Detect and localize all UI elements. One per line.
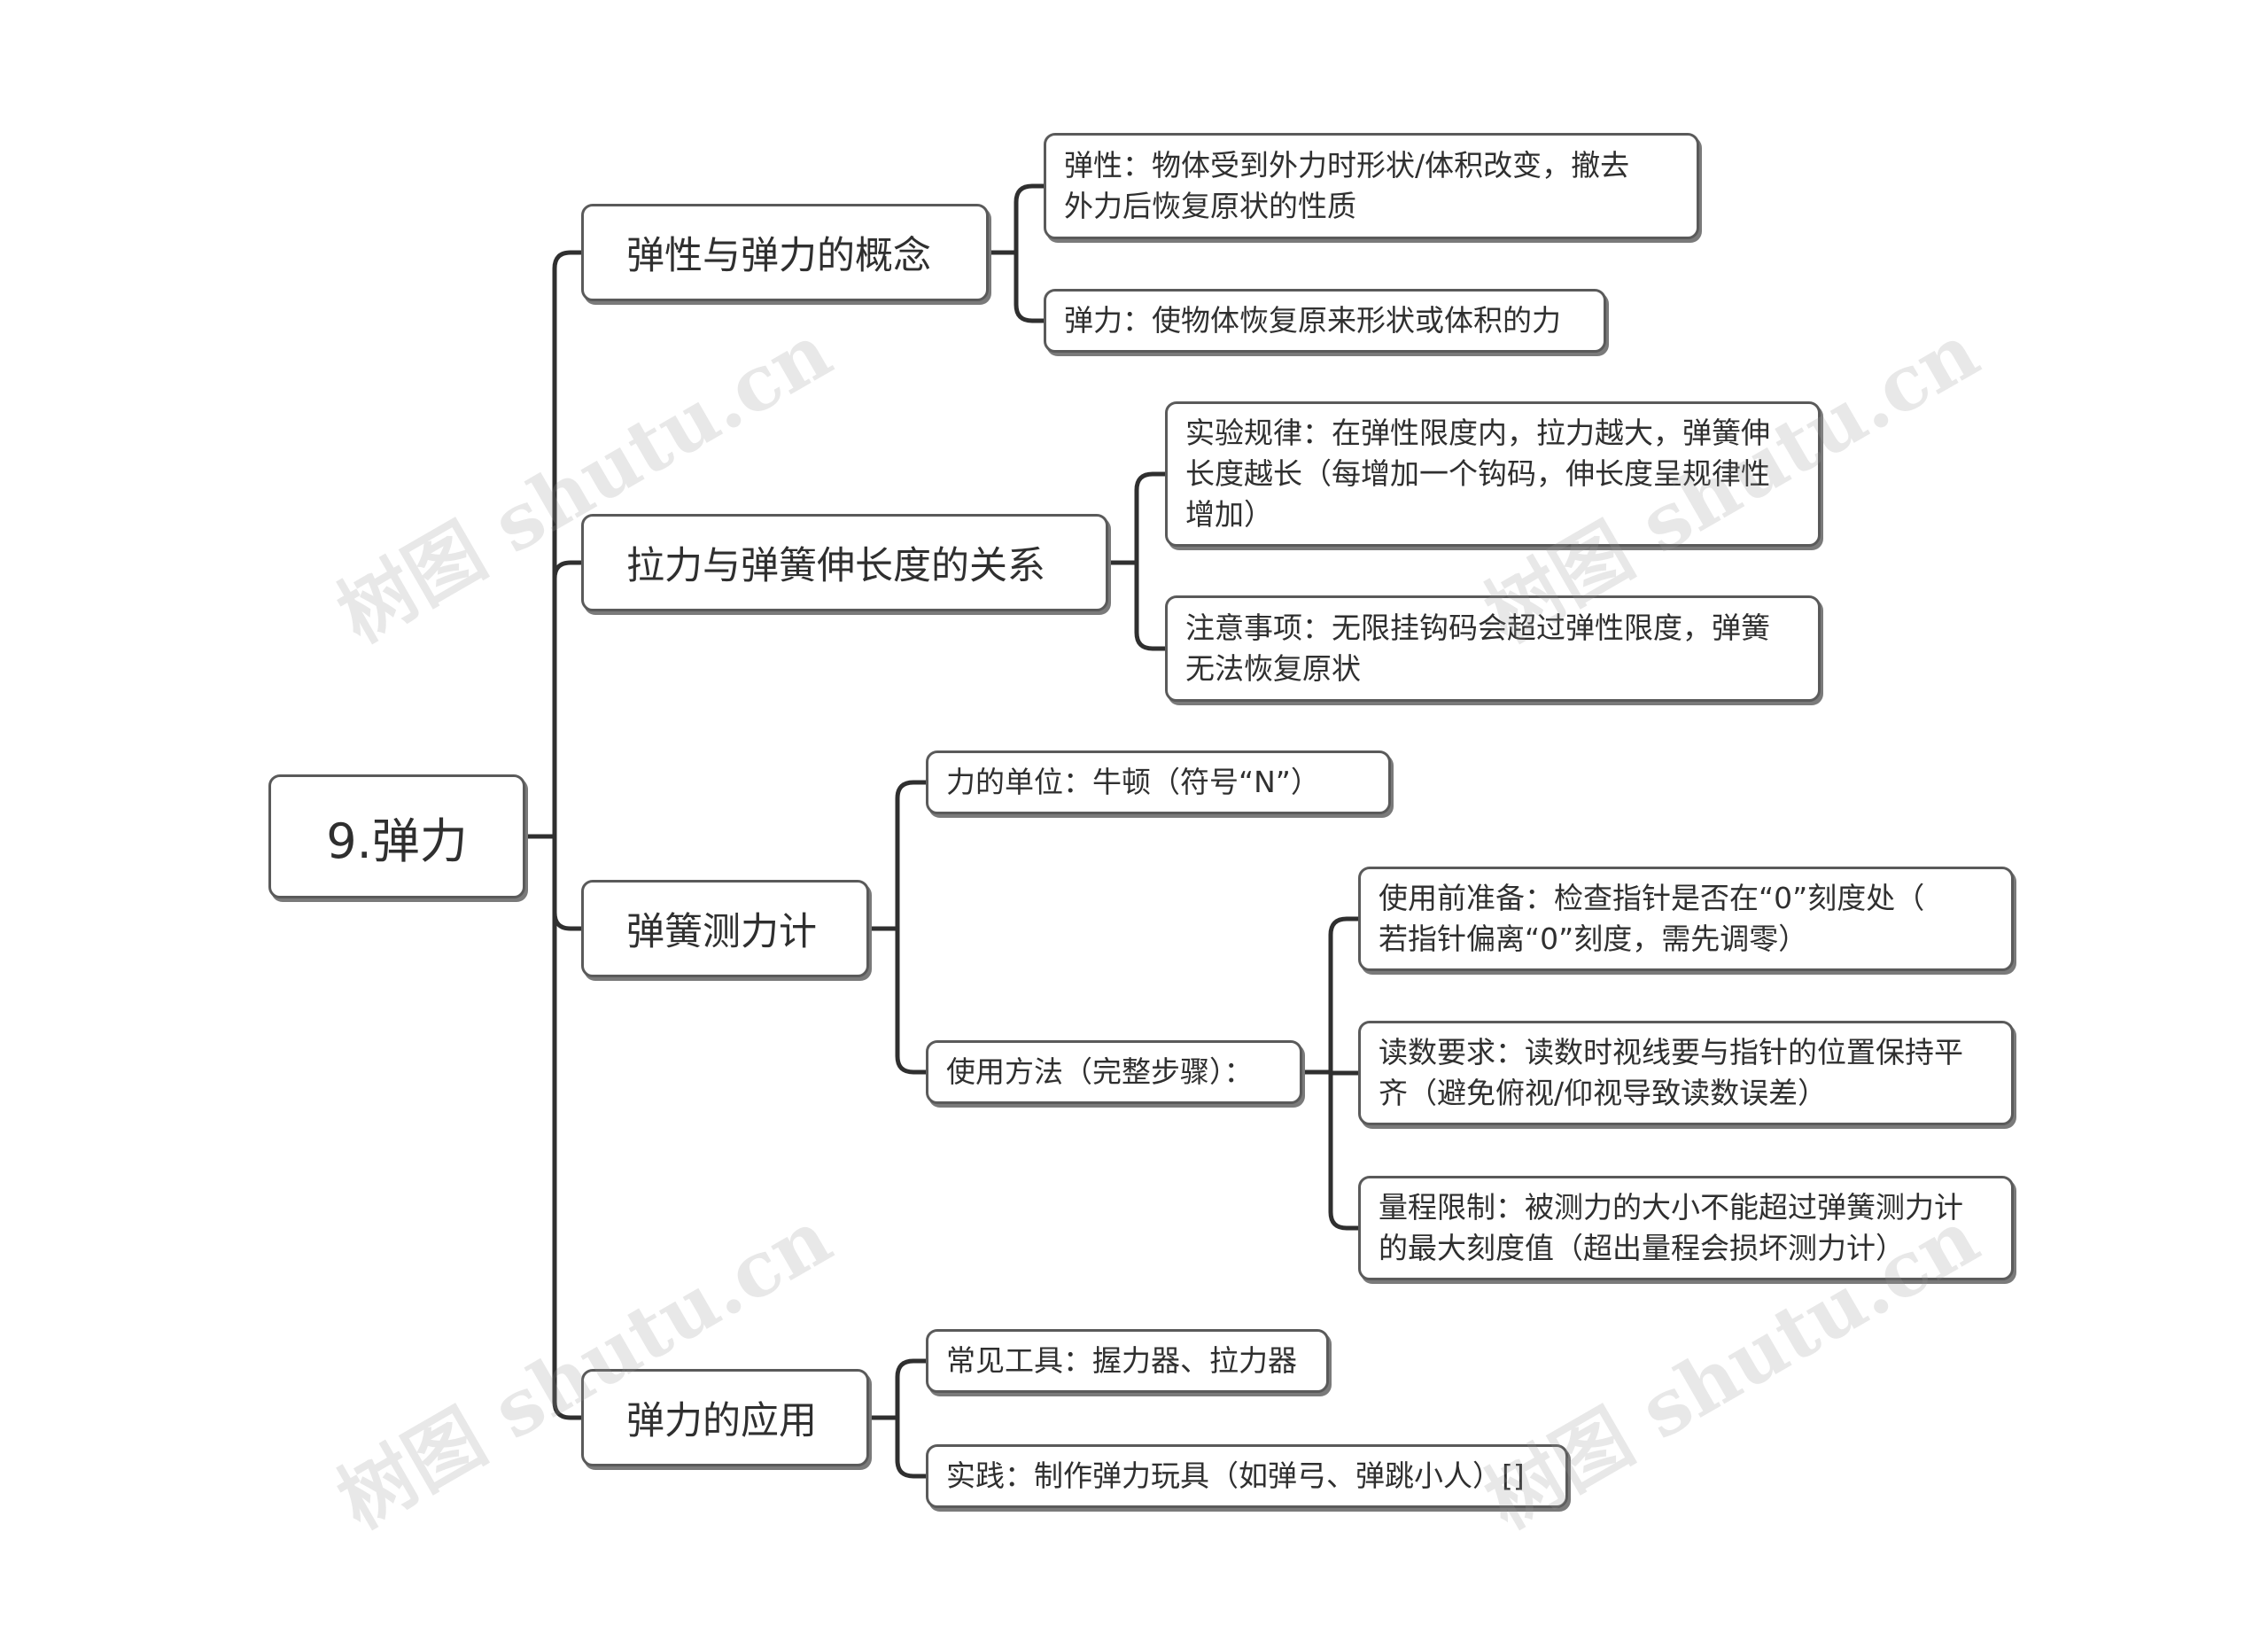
leaf-text: 使用前准备：检查指针是否在“0”刻度处（ 若指针偏离“0”刻度，需先调零） [1379, 881, 1925, 956]
branch-label: 弹簧测力计 [626, 910, 817, 954]
connector-line [895, 1358, 928, 1420]
connector-line [1328, 916, 1361, 1075]
connector-line [1014, 183, 1046, 255]
branch-tension-spring-relation[interactable]: 拉力与弹簧伸长度的关系 [581, 514, 1108, 611]
leaf-text: 常见工具：握力器、拉力器 [946, 1343, 1297, 1378]
leaf-text: 注意事项：无限挂钩码会超过弹性限度，弹簧 无法恢复原状 [1185, 610, 1770, 686]
connector-line [1328, 1069, 1361, 1231]
root-node[interactable]: 9.弹力 [268, 774, 525, 898]
connector-line [1014, 250, 1046, 323]
branch-spring-scale[interactable]: 弹簧测力计 [581, 880, 869, 977]
branch-label: 拉力与弹簧伸长度的关系 [626, 544, 1045, 588]
leaf-pre-use-prep[interactable]: 使用前准备：检查指针是否在“0”刻度处（ 若指针偏离“0”刻度，需先调零） [1358, 867, 2014, 971]
connector-line [895, 1415, 928, 1479]
leaf-caution[interactable]: 注意事项：无限挂钩码会超过弹性限度，弹簧 无法恢复原状 [1165, 595, 1821, 702]
leaf-force-unit[interactable]: 力的单位：牛顿（符号“N”） [926, 750, 1391, 814]
leaf-text: 力的单位：牛顿（符号“N”） [946, 765, 1320, 799]
subbranch-usage-steps[interactable]: 使用方法（完整步骤）： [926, 1040, 1302, 1104]
root-label: 9.弹力 [326, 813, 468, 869]
connector-line [552, 560, 584, 839]
leaf-elastic-force-definition[interactable]: 弹力：使物体恢复原来形状或体积的力 [1044, 289, 1606, 353]
branch-label: 弹性与弹力的概念 [626, 234, 931, 278]
leaf-common-tools[interactable]: 常见工具：握力器、拉力器 [926, 1329, 1329, 1393]
connector-line [552, 834, 584, 931]
connector-line [895, 780, 928, 931]
leaf-text: 使用方法（完整步骤）： [946, 1054, 1254, 1089]
leaf-experiment-rule[interactable]: 实验规律：在弹性限度内，拉力越大，弹簧伸 长度越长（每增加一个钩码，伸长度呈规律… [1165, 401, 1821, 547]
branch-label: 弹力的应用 [626, 1399, 817, 1443]
connector-line [552, 834, 584, 1420]
leaf-range-limit[interactable]: 量程限制：被测力的大小不能超过弹簧测力计 的最大刻度值（超出量程会损坏测力计） [1358, 1176, 2014, 1280]
leaf-text: 弹力：使物体恢复原来形状或体积的力 [1064, 303, 1561, 338]
connector-line [1134, 471, 1168, 565]
leaf-reading-requirement[interactable]: 读数要求：读数时视线要与指针的位置保持平 齐（避免俯视/仰视导致读数误差） [1358, 1021, 2014, 1125]
leaf-elasticity-definition[interactable]: 弹性：物体受到外力时形状/体积改变，撤去 外力后恢复原状的性质 [1044, 133, 1699, 239]
connector-line [552, 250, 584, 839]
connector-line [895, 926, 928, 1075]
leaf-text: 读数要求：读数时视线要与指针的位置保持平 齐（避免俯视/仰视导致读数误差） [1379, 1035, 1963, 1110]
branch-elastic-applications[interactable]: 弹力的应用 [581, 1369, 869, 1466]
connector-line [1134, 560, 1168, 651]
branch-elasticity-concept[interactable]: 弹性与弹力的概念 [581, 204, 989, 301]
leaf-text: 实践：制作弹力玩具（如弹弓、弹跳小人）[] [946, 1458, 1525, 1493]
leaf-text: 量程限制：被测力的大小不能超过弹簧测力计 的最大刻度值（超出量程会损坏测力计） [1379, 1190, 1963, 1265]
leaf-text: 实验规律：在弹性限度内，拉力越大，弹簧伸 长度越长（每增加一个钩码，伸长度呈规律… [1185, 416, 1770, 532]
leaf-practice[interactable]: 实践：制作弹力玩具（如弹弓、弹跳小人）[] [926, 1444, 1568, 1508]
leaf-text: 弹性：物体受到外力时形状/体积改变，撤去 外力后恢复原状的性质 [1064, 148, 1630, 223]
